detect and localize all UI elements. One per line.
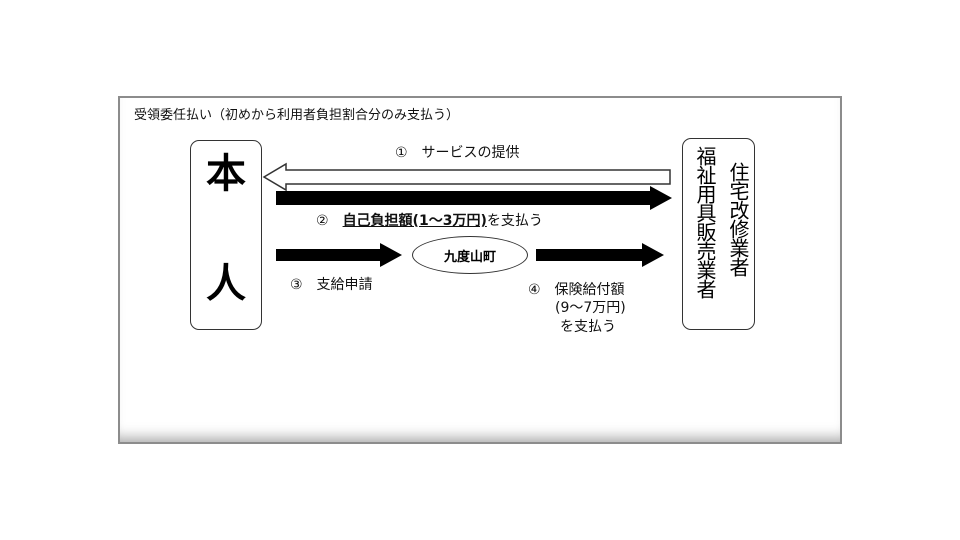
arrow-copayment: [276, 186, 672, 210]
step2-prefix: ②: [316, 213, 343, 229]
vendor-label-welfare: 福祉用具販売業者: [693, 146, 717, 298]
step3-label: ③ 支給申請: [290, 277, 373, 293]
step4-label-line1: ④ 保険給付額: [528, 282, 625, 298]
step4-label-line3: を支払う: [560, 319, 616, 335]
step2-label: ② 自己負担額(1～3万円)を支払う: [316, 210, 543, 230]
person-label-char-2: 人: [206, 261, 246, 307]
vendor-label-housing: 住宅改修業者: [726, 162, 750, 276]
arrow-insurance-payment: [536, 243, 664, 267]
person-label-char-1: 本: [206, 151, 246, 197]
diagram-title: 受領委任払い（初めから利用者負担割合分のみ支払う）: [134, 108, 460, 123]
arrow-benefit-application: [276, 243, 402, 267]
step1-label: ① サービスの提供: [395, 145, 520, 161]
step2-suffix: を支払う: [486, 213, 543, 229]
vendor-box: [682, 138, 755, 330]
person-box: 本 人: [190, 140, 262, 330]
step2-amount: 自己負担額(1～3万円): [342, 213, 487, 229]
town-office-node: [412, 236, 528, 274]
step4-label-line2: (9～7万円): [555, 300, 626, 316]
arrow-service-provision: [262, 162, 671, 192]
town-office-label: 九度山町: [443, 250, 496, 265]
